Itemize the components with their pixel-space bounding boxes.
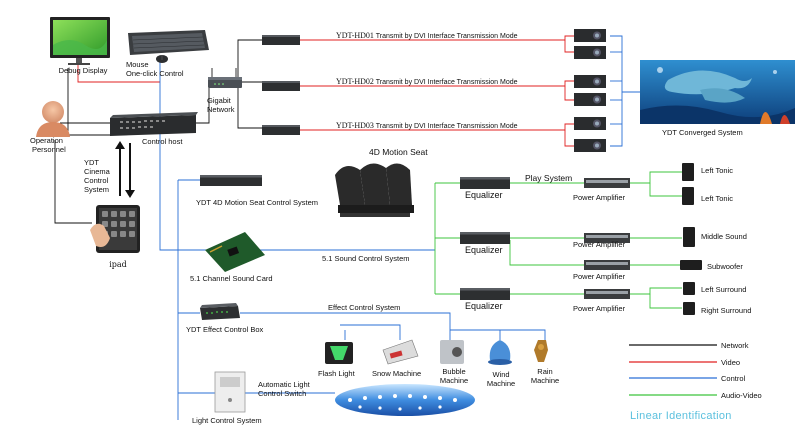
cinema-label-3: Control (84, 176, 109, 185)
power-amp-label-1: Power Amplifier (573, 193, 626, 202)
light-control-label: Light Control System (192, 416, 262, 425)
rain-machine-icon (534, 340, 548, 362)
sound-card-icon (205, 232, 265, 272)
cinema-label-2: Cinema (84, 167, 110, 176)
wind-label-2: Machine (486, 379, 516, 388)
bubble-machine-icon (440, 340, 464, 364)
debug-display-icon (50, 17, 110, 65)
hd02-mode-text: YDT-HD02 Transmit by DVI Interface Trans… (336, 77, 518, 86)
equalizer-label-1: Equalizer (465, 190, 503, 200)
ipad-icon (90, 205, 140, 253)
legend-network-label: Network (721, 341, 749, 350)
legend-lines (629, 344, 717, 396)
projector-icons (574, 29, 606, 152)
personnel-label: Personnel (32, 145, 66, 154)
auto-light-label-2: Control Switch (258, 389, 307, 398)
equalizer-label-3: Equalizer (465, 301, 503, 311)
hd03-switcher-icon (262, 125, 300, 135)
power-amp-icons (584, 178, 630, 299)
projector-links (610, 35, 640, 147)
debug-display-label: Debug Display (58, 66, 108, 75)
light-switch-box-icon (214, 371, 246, 413)
wind-machine-icon (488, 340, 512, 365)
rain-label-1: Rain (537, 367, 553, 376)
motion-seat-label: 4D Motion Seat (369, 147, 428, 157)
middle-sound-label: Middle Sound (701, 232, 747, 241)
subwoofer-label: Subwoofer (707, 262, 743, 271)
flash-light-icon (325, 342, 353, 364)
legend-title: Linear Identification (630, 410, 732, 422)
speaker-icons (680, 163, 702, 315)
hd02-code: YDT-HD02 (336, 77, 374, 86)
ipad-label: ipad (109, 260, 127, 269)
light-bar-icon (335, 384, 475, 416)
legend-audio-video-label: Audio-Video (721, 391, 762, 400)
operator-icon (36, 101, 70, 137)
motion-control-box-icon (200, 175, 262, 186)
hd01-code: YDT-HD01 (336, 31, 374, 40)
auto-light-label-1: Automatic Light (258, 380, 310, 389)
control-host-icon (110, 112, 198, 136)
hd02-mode: Transmit by DVI Interface Transmission M… (375, 79, 518, 86)
legend-video-label: Video (721, 358, 741, 367)
flash-light-label: Flash Light (318, 369, 355, 378)
cinema-control-arrows (115, 141, 135, 198)
keyboard-icon (128, 30, 209, 55)
hd03-code: YDT-HD03 (336, 121, 374, 130)
legend-control-label: Control (721, 374, 746, 383)
cinema-label-4: System (84, 185, 110, 194)
equalizer-icons (460, 177, 510, 300)
hd01-mode-text: YDT-HD01 Transmit by DVI Interface Trans… (336, 31, 518, 40)
video-lines (77, 35, 574, 147)
control-host-label: Control host (142, 137, 183, 146)
equalizer-label-2: Equalizer (465, 245, 503, 255)
rain-label-2: Machine (530, 376, 560, 385)
mouse-label: Mouse (126, 60, 149, 69)
left-surround-label: Left Surround (701, 285, 747, 294)
sound-card-label: 5.1 Channel Sound Card (190, 274, 273, 283)
power-amp-label-2: Power Amplifier (573, 240, 626, 249)
play-system-label: Play System (525, 173, 573, 183)
sound-control-label: 5.1 Sound Control System (322, 254, 410, 263)
bubble-label-1: Bubble (442, 367, 466, 376)
left-tonic-label-1: Left Tonic (701, 166, 733, 175)
right-surround-label: Right Surround (701, 306, 752, 315)
bubble-label-2: Machine (439, 376, 469, 385)
power-amp-label-4: Power Amplifier (573, 304, 626, 313)
wind-label-1: Wind (492, 370, 510, 379)
snow-machine-icon (382, 339, 419, 365)
hd01-mode: Transmit by DVI Interface Transmission M… (375, 33, 518, 40)
converged-label: YDT Converged System (662, 128, 743, 137)
motion-control-label: YDT 4D Motion Seat Control System (196, 198, 318, 207)
hd01-switcher-icon (262, 35, 300, 45)
power-amp-label-3: Power Amplifier (573, 272, 626, 281)
hd03-mode-text: YDT-HD03 Transmit by DVI Interface Trans… (336, 121, 518, 130)
snow-machine-label: Snow Machine (372, 369, 422, 378)
mouse-icon (156, 55, 168, 63)
hd03-mode: Transmit by DVI Interface Transmission M… (375, 123, 518, 130)
audio-lines (434, 171, 682, 309)
operation-label: Operation (30, 136, 63, 145)
effect-box-icon (200, 303, 240, 320)
network-label: Network (207, 105, 235, 114)
left-tonic-label-2: Left Tonic (701, 194, 733, 203)
effect-box-label: YDT Effect Control Box (186, 325, 264, 334)
control-lines (159, 57, 546, 420)
hd02-switcher-icon (262, 81, 300, 91)
effect-control-label: Effect Control System (328, 303, 401, 312)
converged-screen-image (640, 60, 795, 124)
one-click-label: One-click Control (126, 69, 184, 78)
motion-seat-icon (335, 163, 414, 217)
router-icon (208, 68, 242, 88)
gigabit-label: Gigabit (207, 96, 231, 105)
cinema-label-1: YDT (84, 158, 99, 167)
